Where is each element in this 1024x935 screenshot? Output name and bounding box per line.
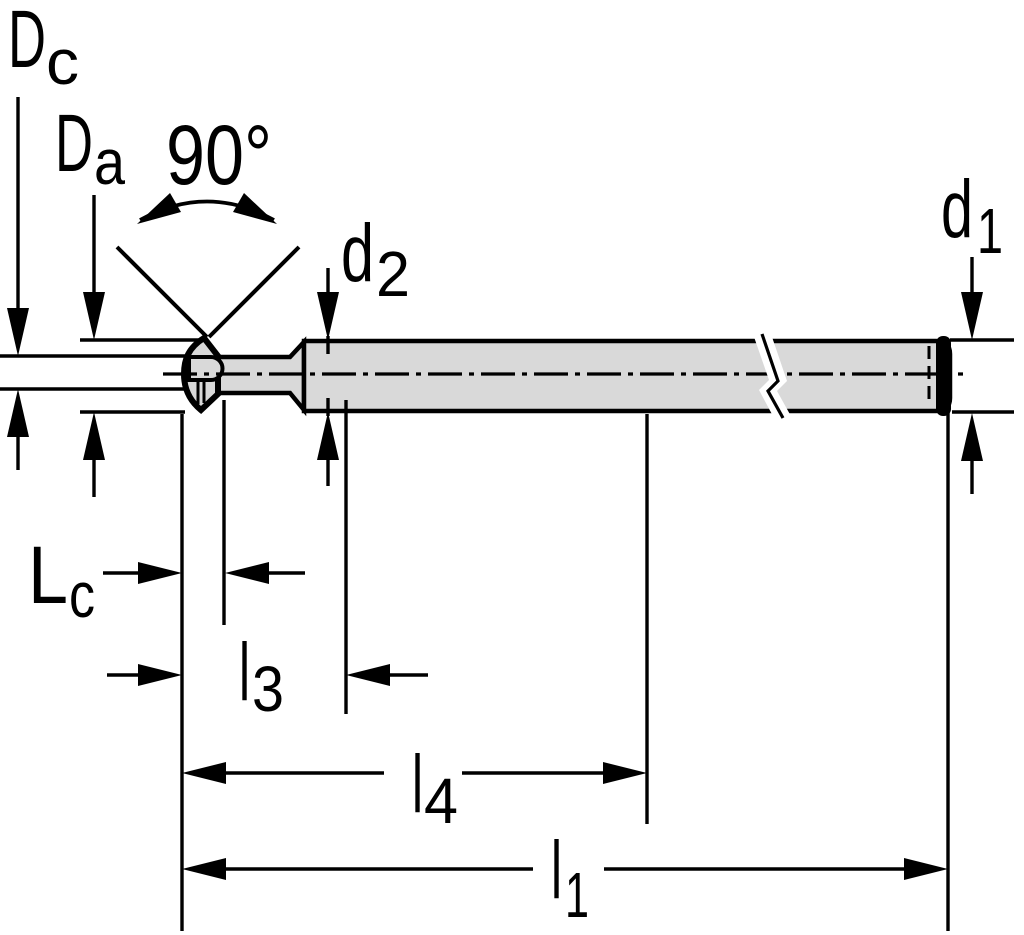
label-l1-sub: 1	[565, 859, 589, 931]
lc-arrowhead-left	[138, 562, 182, 584]
label-lc-main: L	[28, 530, 68, 621]
d2-arrowhead-top	[317, 292, 339, 340]
shank-end-face	[936, 336, 951, 416]
label-l1-main: l	[551, 825, 562, 916]
cutting-edge-flank-lines	[196, 381, 206, 404]
dc-arrowhead-top	[7, 308, 29, 356]
length-extension-lines	[180, 400, 950, 931]
l4-arrowhead-left	[182, 762, 226, 784]
cone-line-left	[115, 245, 209, 339]
cone-line-right	[207, 245, 301, 339]
angle-arc-arrowhead-left	[137, 193, 181, 224]
tool-shank	[301, 338, 953, 414]
label-l3-sub: 3	[252, 653, 284, 725]
label-point-angle: 90°	[166, 108, 272, 202]
l1-arrowhead-right	[904, 858, 948, 880]
label-da-main: D	[55, 98, 93, 189]
d2-arrowhead-bottom	[317, 412, 339, 460]
angle-arc-arrowhead-right	[233, 193, 277, 224]
d1-arrowhead-bottom	[961, 413, 983, 461]
dc-arrowhead-bottom	[7, 389, 29, 437]
label-lc-sub: c	[69, 559, 95, 631]
label-da-sub: a	[94, 126, 125, 198]
da-arrowhead-bottom	[83, 412, 105, 460]
dc-extension-lines	[0, 354, 190, 391]
d1-arrowhead-top	[961, 292, 983, 340]
d1-extension-lines	[950, 338, 1014, 414]
l4-arrowhead-right	[603, 762, 647, 784]
lc-arrowhead-right	[225, 562, 269, 584]
dimension-lines	[0, 97, 1014, 931]
da-arrowhead-top	[83, 292, 105, 340]
l3-arrowhead-left	[138, 664, 182, 686]
label-l4-sub: 4	[424, 765, 458, 837]
cutting-edge-profile	[187, 355, 225, 382]
label-l4-main: l	[412, 739, 423, 830]
break-gap	[753, 334, 792, 418]
label-l3-main: l	[239, 627, 250, 718]
l3-arrowhead-right	[346, 664, 390, 686]
label-dc-main: D	[8, 0, 46, 85]
label-dc-sub: c	[46, 26, 79, 98]
break-zigzag-line	[760, 333, 785, 419]
da-extension-lines	[80, 338, 200, 414]
l1-arrowhead-left	[182, 858, 226, 880]
label-d2-main: d	[341, 208, 374, 299]
label-d1-main: d	[941, 164, 973, 255]
label-d2-sub: 2	[376, 238, 410, 310]
label-d1-sub: 1	[977, 195, 1003, 267]
dimension-labels: D c D a 90° d 2 d 1 L c l 3 l 4 l 1	[8, 0, 1003, 931]
dimension-arrowheads	[7, 193, 983, 880]
